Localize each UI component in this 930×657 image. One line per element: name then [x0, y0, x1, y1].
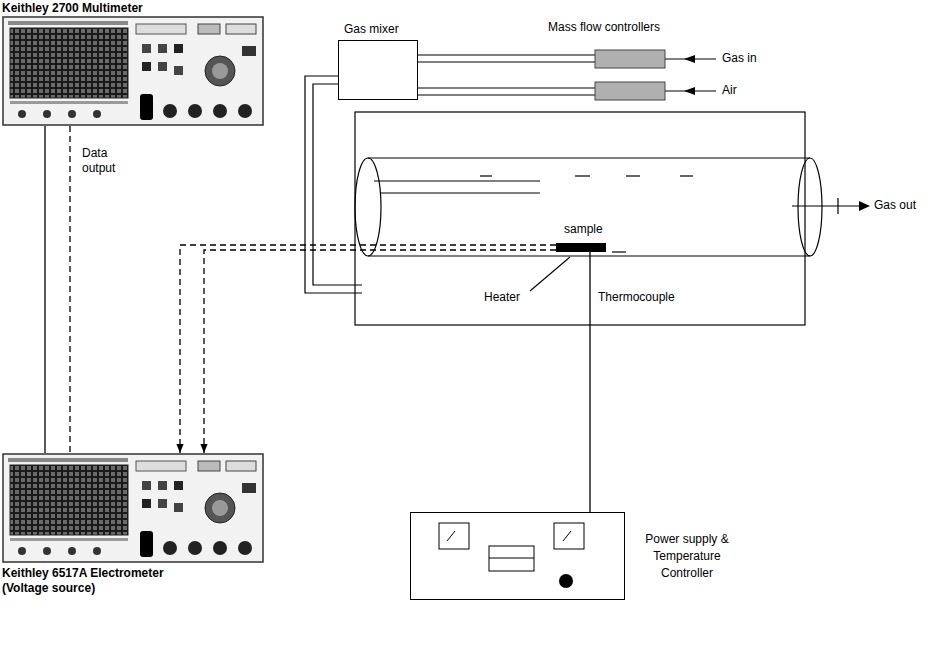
- part-label: Mass flow controllers: [548, 20, 660, 35]
- outlet-line: [792, 205, 866, 206]
- flow-label: Gas in: [722, 51, 757, 66]
- controller-drawing: [411, 513, 623, 598]
- instrument-panel: Keithley 2700 Multimeter: [2, 1, 264, 126]
- mixer-box: Gas mixer: [338, 22, 418, 100]
- wire: [589, 252, 590, 512]
- instrument-drawing: [2, 453, 264, 563]
- part-label: Heater: [484, 290, 520, 305]
- furnace-housing: [355, 112, 805, 325]
- controller-box: Power supply & Temperature Controller: [410, 512, 737, 600]
- part-label: Thermocouple: [598, 290, 675, 305]
- dashed-wire: [204, 250, 556, 453]
- outlet-valve: [837, 198, 838, 214]
- mass-flow-controller: [595, 50, 665, 68]
- inlet-arrow: [684, 55, 695, 63]
- sample-slab: [556, 243, 606, 252]
- controller-outline: [410, 512, 625, 600]
- inlet-arrow: [684, 87, 695, 95]
- quartz-tube: [355, 158, 822, 256]
- dashed-wire: [180, 245, 556, 453]
- node-label: sample: [564, 222, 603, 237]
- flow-label: Air: [722, 83, 737, 98]
- controller-art: [411, 513, 624, 598]
- edge-label: Data output: [82, 146, 130, 176]
- node-label: Keithley 2700 Multimeter: [2, 1, 143, 16]
- node-label: Keithley 6517A Electrometer (Voltage sou…: [2, 566, 192, 596]
- connector: [180, 245, 556, 453]
- mixer-outline: [338, 40, 418, 100]
- wire: [44, 126, 45, 453]
- leader-line: [530, 257, 570, 291]
- sample-block: sample: [556, 222, 606, 252]
- outlet-arrow: [859, 201, 870, 211]
- mass-flow-controller: [595, 82, 665, 100]
- instrument-drawing: [2, 16, 264, 126]
- node-label: Power supply & Temperature Controller: [637, 531, 737, 582]
- dashed-wire: [69, 126, 70, 453]
- flow-label: Gas out: [874, 198, 916, 213]
- gas-lines: [418, 55, 716, 95]
- node-label: Gas mixer: [344, 22, 399, 37]
- controller-text: Power supply & Temperature Controller: [637, 531, 737, 582]
- instrument-art: [2, 453, 264, 563]
- connector: [45, 126, 70, 453]
- connector: [590, 252, 591, 512]
- gas-inlet-pipe: [305, 76, 540, 293]
- instrument-art: [2, 16, 264, 126]
- instrument-panel: Keithley 6517A Electrometer (Voltage sou…: [2, 453, 264, 596]
